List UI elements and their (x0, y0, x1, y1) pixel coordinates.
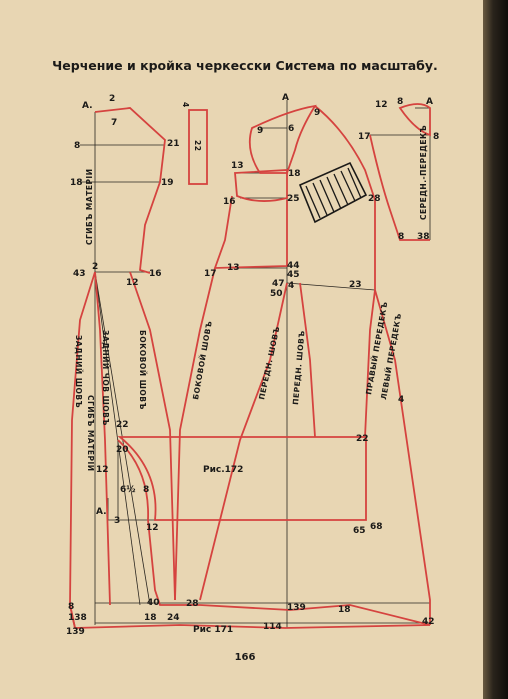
point-label: A (282, 93, 289, 103)
point-label: 23 (349, 280, 362, 290)
point-label: 18 (338, 605, 351, 615)
point-label: 19 (161, 178, 174, 188)
point-label: 17 (358, 132, 371, 142)
point-label: 21 (167, 139, 180, 149)
point-label: 12 (96, 465, 109, 475)
point-label: 3 (114, 516, 120, 526)
point-label: 13 (231, 161, 244, 171)
page-number: 166 (234, 652, 256, 663)
point-label: 50 (270, 289, 283, 299)
point-label: 7 (111, 118, 117, 128)
point-label: 6 (288, 124, 294, 134)
fold-label-top: СГИБЪ МАТЕРІИ (85, 168, 94, 245)
point-label: 16 (149, 269, 162, 279)
point-label: 139 (66, 627, 85, 637)
point-label: 40 (147, 598, 160, 608)
point-label: 114 (263, 622, 282, 632)
point-label: 47 (272, 279, 285, 289)
fold-label-bottom: СГИБЪ МАТЕРІИ (86, 395, 95, 472)
point-label: 8 (68, 602, 74, 612)
point-label: 8 (398, 232, 404, 242)
point-label: 9 (314, 108, 320, 118)
point-label: 8 (74, 141, 80, 151)
point-label: A. (96, 507, 107, 517)
point-label: 18 (288, 169, 301, 179)
sewing-pattern-drawing: СГИБЪ МАТЕРІИ СГИБЪ МАТЕРІИ ЗАДНИЙ ШОВЪ … (66, 93, 439, 637)
point-label: A. (82, 101, 93, 111)
strip-width-label: 22 (193, 140, 202, 151)
pattern-outlines (69, 103, 431, 629)
point-label: 2 (109, 94, 115, 104)
point-label: 65 (353, 526, 366, 536)
point-label: A (426, 97, 433, 107)
document-page: Черчение и кройка черкесски Система по м… (0, 0, 490, 699)
figure-172-caption: Рис.172 (203, 465, 243, 475)
point-label: 13 (227, 263, 240, 273)
page-title: Черчение и кройка черкесски Система по м… (52, 58, 438, 73)
back-shoulder-seam-label: ЗАДНИЙ ЧОВ ШОВЪ (101, 330, 110, 426)
front-seam-2-label: ПЕРЕДН. ШОВЪ (291, 330, 306, 405)
point-label: 28 (186, 599, 199, 609)
side-seam-left-label: БОКОВОЙ ШОВЪ (138, 330, 147, 410)
point-label: 4 (288, 281, 294, 291)
point-label: 22 (116, 420, 129, 430)
point-label: 16 (223, 197, 236, 207)
book-binding (483, 0, 508, 699)
point-labels: A. 2 7 8 21 18 19 43 2 16 12 A 9 6 9 13 … (66, 93, 439, 637)
point-label: 44 (287, 261, 300, 271)
pleated-collar-block (298, 161, 368, 224)
point-label: 9 (257, 126, 263, 136)
point-label: 12 (146, 523, 159, 533)
back-seam-label: ЗАДНИЙ ШОВЪ (74, 335, 83, 408)
point-label: 2 (92, 262, 98, 272)
point-label: 12 (375, 100, 388, 110)
point-label: 138 (68, 613, 87, 623)
point-label: 17 (204, 269, 217, 279)
point-label: 8 (433, 132, 439, 142)
middle-front-label: СЕРЕДН.-ПЕРЕДЕКЪ (419, 125, 428, 220)
point-label: 20 (116, 445, 129, 455)
point-label: 38 (417, 232, 430, 242)
point-label: 42 (422, 617, 435, 627)
point-label: 28 (368, 194, 381, 204)
point-label: 24 (167, 613, 180, 623)
point-label: 8 (143, 485, 149, 495)
point-label: 18 (144, 613, 157, 623)
point-label: 139 (287, 603, 306, 613)
point-label: 22 (356, 434, 369, 444)
point-label: 68 (370, 522, 383, 532)
point-label: 4 (398, 395, 404, 405)
point-label: 18 (70, 178, 83, 188)
point-label: 45 (287, 270, 300, 280)
figure-171-caption: Рис 171 (193, 625, 233, 635)
point-label: 25 (287, 194, 300, 204)
point-label: 12 (126, 278, 139, 288)
front-seam-1-label: ПЕРЕДН. ШОВЪ (257, 325, 281, 400)
point-label: 8 (397, 97, 403, 107)
strip-mark-label: 4 (181, 102, 190, 108)
point-label: 6½ (120, 484, 136, 495)
point-label: 43 (73, 269, 86, 279)
